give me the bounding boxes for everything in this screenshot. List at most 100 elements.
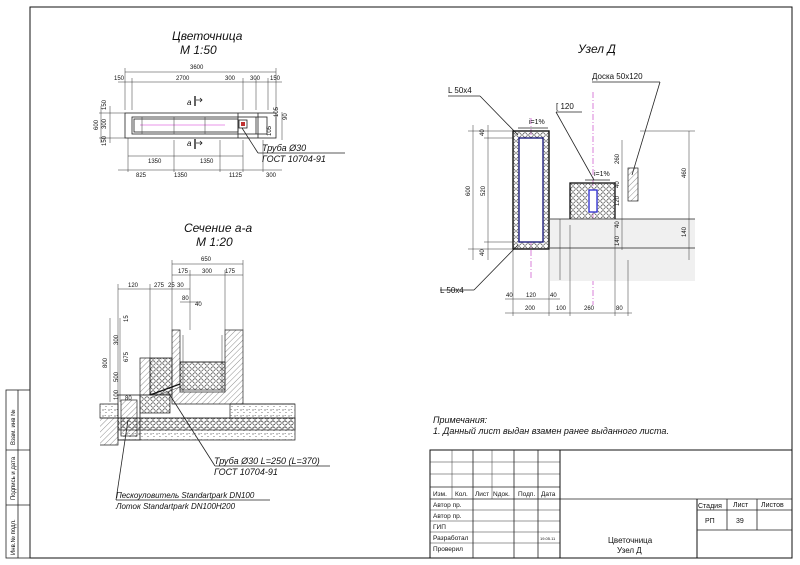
plan-dim-top-4: 300: [250, 76, 261, 82]
section-dim-top2-4: 30: [177, 283, 184, 289]
section-channel: Лоток Standartpark DN100H200: [115, 502, 236, 511]
node-dim-left-4: 40: [480, 249, 486, 256]
plan-title: Цветочница: [172, 29, 243, 43]
node-dim-bottom1-3: 40: [550, 293, 557, 299]
side-stamp-col3: Инв.№ подл.: [10, 519, 17, 555]
plan-dim-left-1: 600: [94, 119, 100, 130]
plan-dim-top-3: 300: [225, 76, 236, 82]
side-stamp: Взам. инв № Подпись и дата Инв.№ подл.: [5, 389, 31, 559]
notes-item-1: 1. Данный лист выдан взамен ранее выданн…: [433, 426, 669, 436]
node-dim-mid-3: 120: [615, 195, 621, 206]
notes: Примечания: 1. Данный лист выдан взамен …: [433, 415, 669, 436]
node-dim-left-2: 600: [466, 185, 472, 196]
section-dim-top2-3: 25: [168, 283, 175, 289]
tb-header-ndok: Nдок.: [493, 491, 510, 498]
node-dim-left-1: 40: [480, 129, 486, 136]
side-stamp-col2: Подпись и дата: [11, 456, 17, 500]
node-dim-right-2: 140: [682, 226, 688, 237]
plan-dim-right-3: 90: [283, 113, 289, 120]
section-dim-total: 650: [201, 257, 212, 263]
plan-view: Цветочница М 1:50 3600 150 2700 300 300 …: [94, 29, 345, 179]
plan-section-mark-top: а: [187, 98, 192, 107]
tb-sheet: 39: [736, 518, 744, 525]
node-angle-top: L 50х4: [448, 86, 472, 95]
tb-header-kol: Кол.: [455, 491, 468, 498]
section-sand-trap: Пескоуловитель Standartpark DN100: [116, 491, 255, 500]
tb-sheets-label: Листов: [761, 502, 784, 509]
node-slope-2: i=1%: [594, 171, 610, 178]
node-dim-bottom1-1: 40: [506, 293, 513, 299]
section-dim-left-5: 500: [114, 371, 120, 382]
plan-dim-left-4: 150: [102, 135, 108, 146]
tb-header-izm: Изм.: [433, 491, 447, 498]
plan-dim-bottom-1: 825: [136, 173, 147, 179]
tb-role-3: ГИП: [433, 524, 446, 531]
plan-dim-bottom-3: 1125: [229, 173, 243, 179]
plan-scale: М 1:50: [180, 43, 217, 57]
plan-dim-top-2: 2700: [176, 76, 190, 82]
node-dim-bottom2-3: 260: [584, 306, 595, 312]
tb-role-4: Разработал: [433, 534, 469, 542]
node-dim-mid-5: 140: [615, 235, 621, 246]
section-scale: М 1:20: [196, 235, 233, 249]
side-stamp-col1: Взам. инв №: [10, 409, 17, 445]
node-board-label: Доска 50х120: [592, 72, 643, 81]
node-dim-bottom1-2: 120: [526, 293, 537, 299]
section-dim-left-6: 100: [114, 389, 120, 400]
plan-pipe-gost: ГОСТ 10704-91: [262, 154, 326, 164]
plan-dim-bottom-4: 300: [266, 173, 277, 179]
section-dim-left-3: 800: [103, 357, 109, 368]
plan-dim-top-1: 150: [114, 76, 125, 82]
section-dim-top2-1: 120: [128, 283, 139, 289]
section-dim-left-1: 15: [124, 315, 130, 322]
node-dim-left-3: 520: [481, 185, 487, 196]
plan-dim-bottom-2: 1350: [174, 173, 188, 179]
node-dim-bottom2-1: 200: [525, 306, 536, 312]
node-dim-mid-1: 260: [615, 153, 621, 164]
section-dim-top-2: 300: [202, 269, 213, 275]
tb-sheet-label: Лист: [733, 502, 749, 509]
section-dim-top2-2: 275: [154, 283, 165, 289]
section-dim-top-1: 175: [178, 269, 189, 275]
section-dim-top3-2: 40: [195, 302, 202, 308]
plan-dim-total: 3600: [190, 65, 204, 71]
node-dim-mid-2: 40: [615, 181, 621, 188]
tb-name-line2: Узел Д: [617, 546, 642, 555]
plan-dim-right-2: 105: [267, 125, 273, 136]
plan-dim-right-1: 105: [274, 106, 280, 117]
tb-stage: РП: [705, 518, 715, 525]
node-angle-bottom: L 50х4: [440, 286, 464, 295]
tb-name-line1: Цветочница: [608, 536, 653, 545]
tb-date: 19.05.11: [540, 536, 556, 541]
tb-header-data: Дата: [541, 491, 556, 498]
title-block: Изм. Кол. Лист Nдок. Подп. Дата Автор пр…: [429, 449, 793, 559]
node-channel-label: [ 120: [556, 102, 574, 111]
plan-section-mark-bottom: а: [187, 139, 192, 148]
plan-dim-left-3: 300: [102, 118, 108, 129]
plan-dim-bottom-inner-2: 1350: [200, 159, 214, 165]
sheet-frame: [29, 6, 793, 559]
tb-role-5: Проверил: [433, 546, 463, 553]
tb-role-1: Автор пр.: [433, 502, 462, 509]
node-dim-right-1: 460: [682, 167, 688, 178]
node-dim-bottom2-2: 100: [556, 306, 567, 312]
section-view: Сечение а-а М 1:20 650 175 300 175 120 2…: [99, 221, 330, 511]
plan-dim-bottom-inner-1: 1350: [148, 159, 162, 165]
plan-dim-top-5: 150: [270, 76, 281, 82]
plan-dim-left-2: 150: [102, 99, 108, 110]
section-pipe-label: Труба Ø30 L=250 (L=370): [214, 456, 320, 466]
tb-role-2: Автор пр.: [433, 513, 462, 520]
notes-heading: Примечания:: [433, 415, 488, 425]
node-view: Узел Д Доска 50х120 L 50х4 L 50х4 [ 120 …: [440, 42, 695, 316]
node-slope-1: i=1%: [529, 119, 545, 126]
tb-header-list: Лист: [475, 491, 489, 498]
section-dim-left-2: 300: [114, 334, 120, 345]
section-dim-left-7: 80: [125, 396, 132, 402]
section-dim-top3-1: 80: [182, 296, 189, 302]
section-title: Сечение а-а: [184, 221, 253, 235]
tb-header-podp: Подп.: [518, 491, 535, 498]
section-pipe-gost: ГОСТ 10704-91: [214, 467, 278, 477]
section-dim-left-4: 675: [124, 351, 130, 362]
node-dim-mid-4: 40: [615, 221, 621, 228]
